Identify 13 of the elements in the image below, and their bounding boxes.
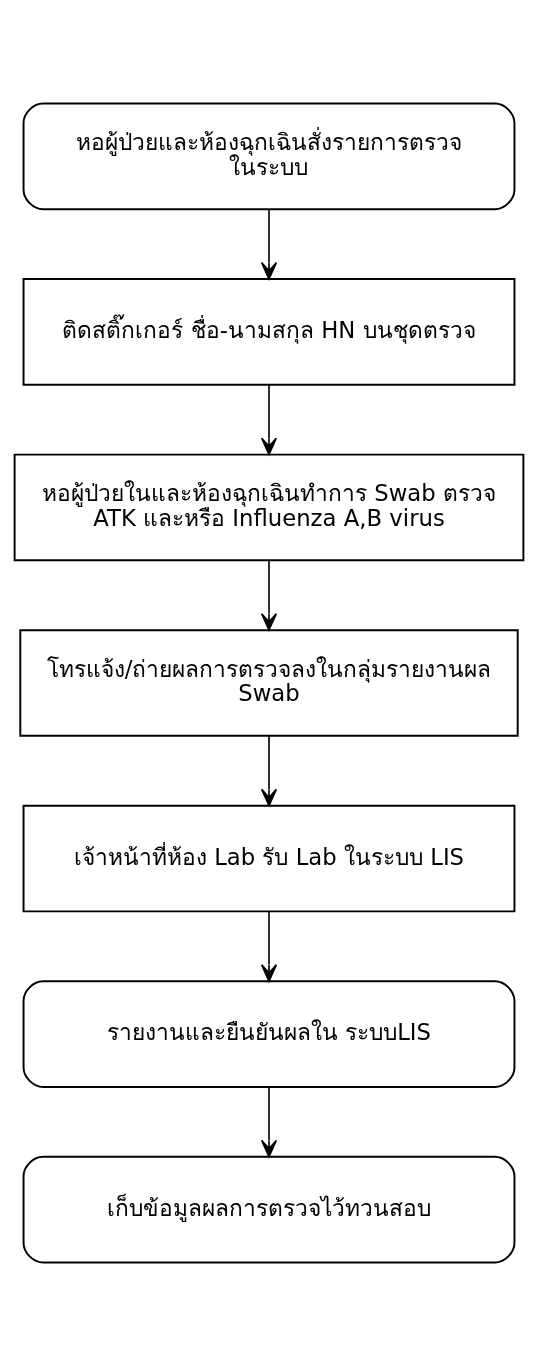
- arrow: [260, 383, 278, 455]
- node-box: หอผู้ป่วยในและห้องฉุกเฉินทำการ Swab ตรวจ ATK และหรือ Influenza A,B virus: [13, 453, 525, 561]
- node-box: เจ้าหน้าที่ห้อง Lab รับ Lab ในระบบ LIS: [22, 804, 516, 912]
- arrow: [260, 207, 278, 280]
- node-box: รายงานและยืนยันผลใน ระบบLIS: [22, 979, 516, 1088]
- node-box: หอผู้ป่วยและห้องฉุกเฉินสั่งรายการตรวจ ในระบบ: [22, 102, 516, 210]
- arrow: [260, 734, 278, 806]
- arrow: [260, 1085, 278, 1158]
- node-box: เก็บข้อมูลผลการตรวจไว้ทวนสอบ: [22, 1155, 516, 1263]
- arrow: [260, 559, 278, 631]
- node-box: โทรแจ้ง/ถ่ายผลการตรวจลงในกลุ่มรายงานผล Swab: [19, 628, 519, 737]
- node-box: ติดสติ๊กเกอร์ ชื่อ-นามสกุล HN บนชุดตรวจ: [22, 277, 516, 386]
- arrow: [260, 910, 278, 982]
